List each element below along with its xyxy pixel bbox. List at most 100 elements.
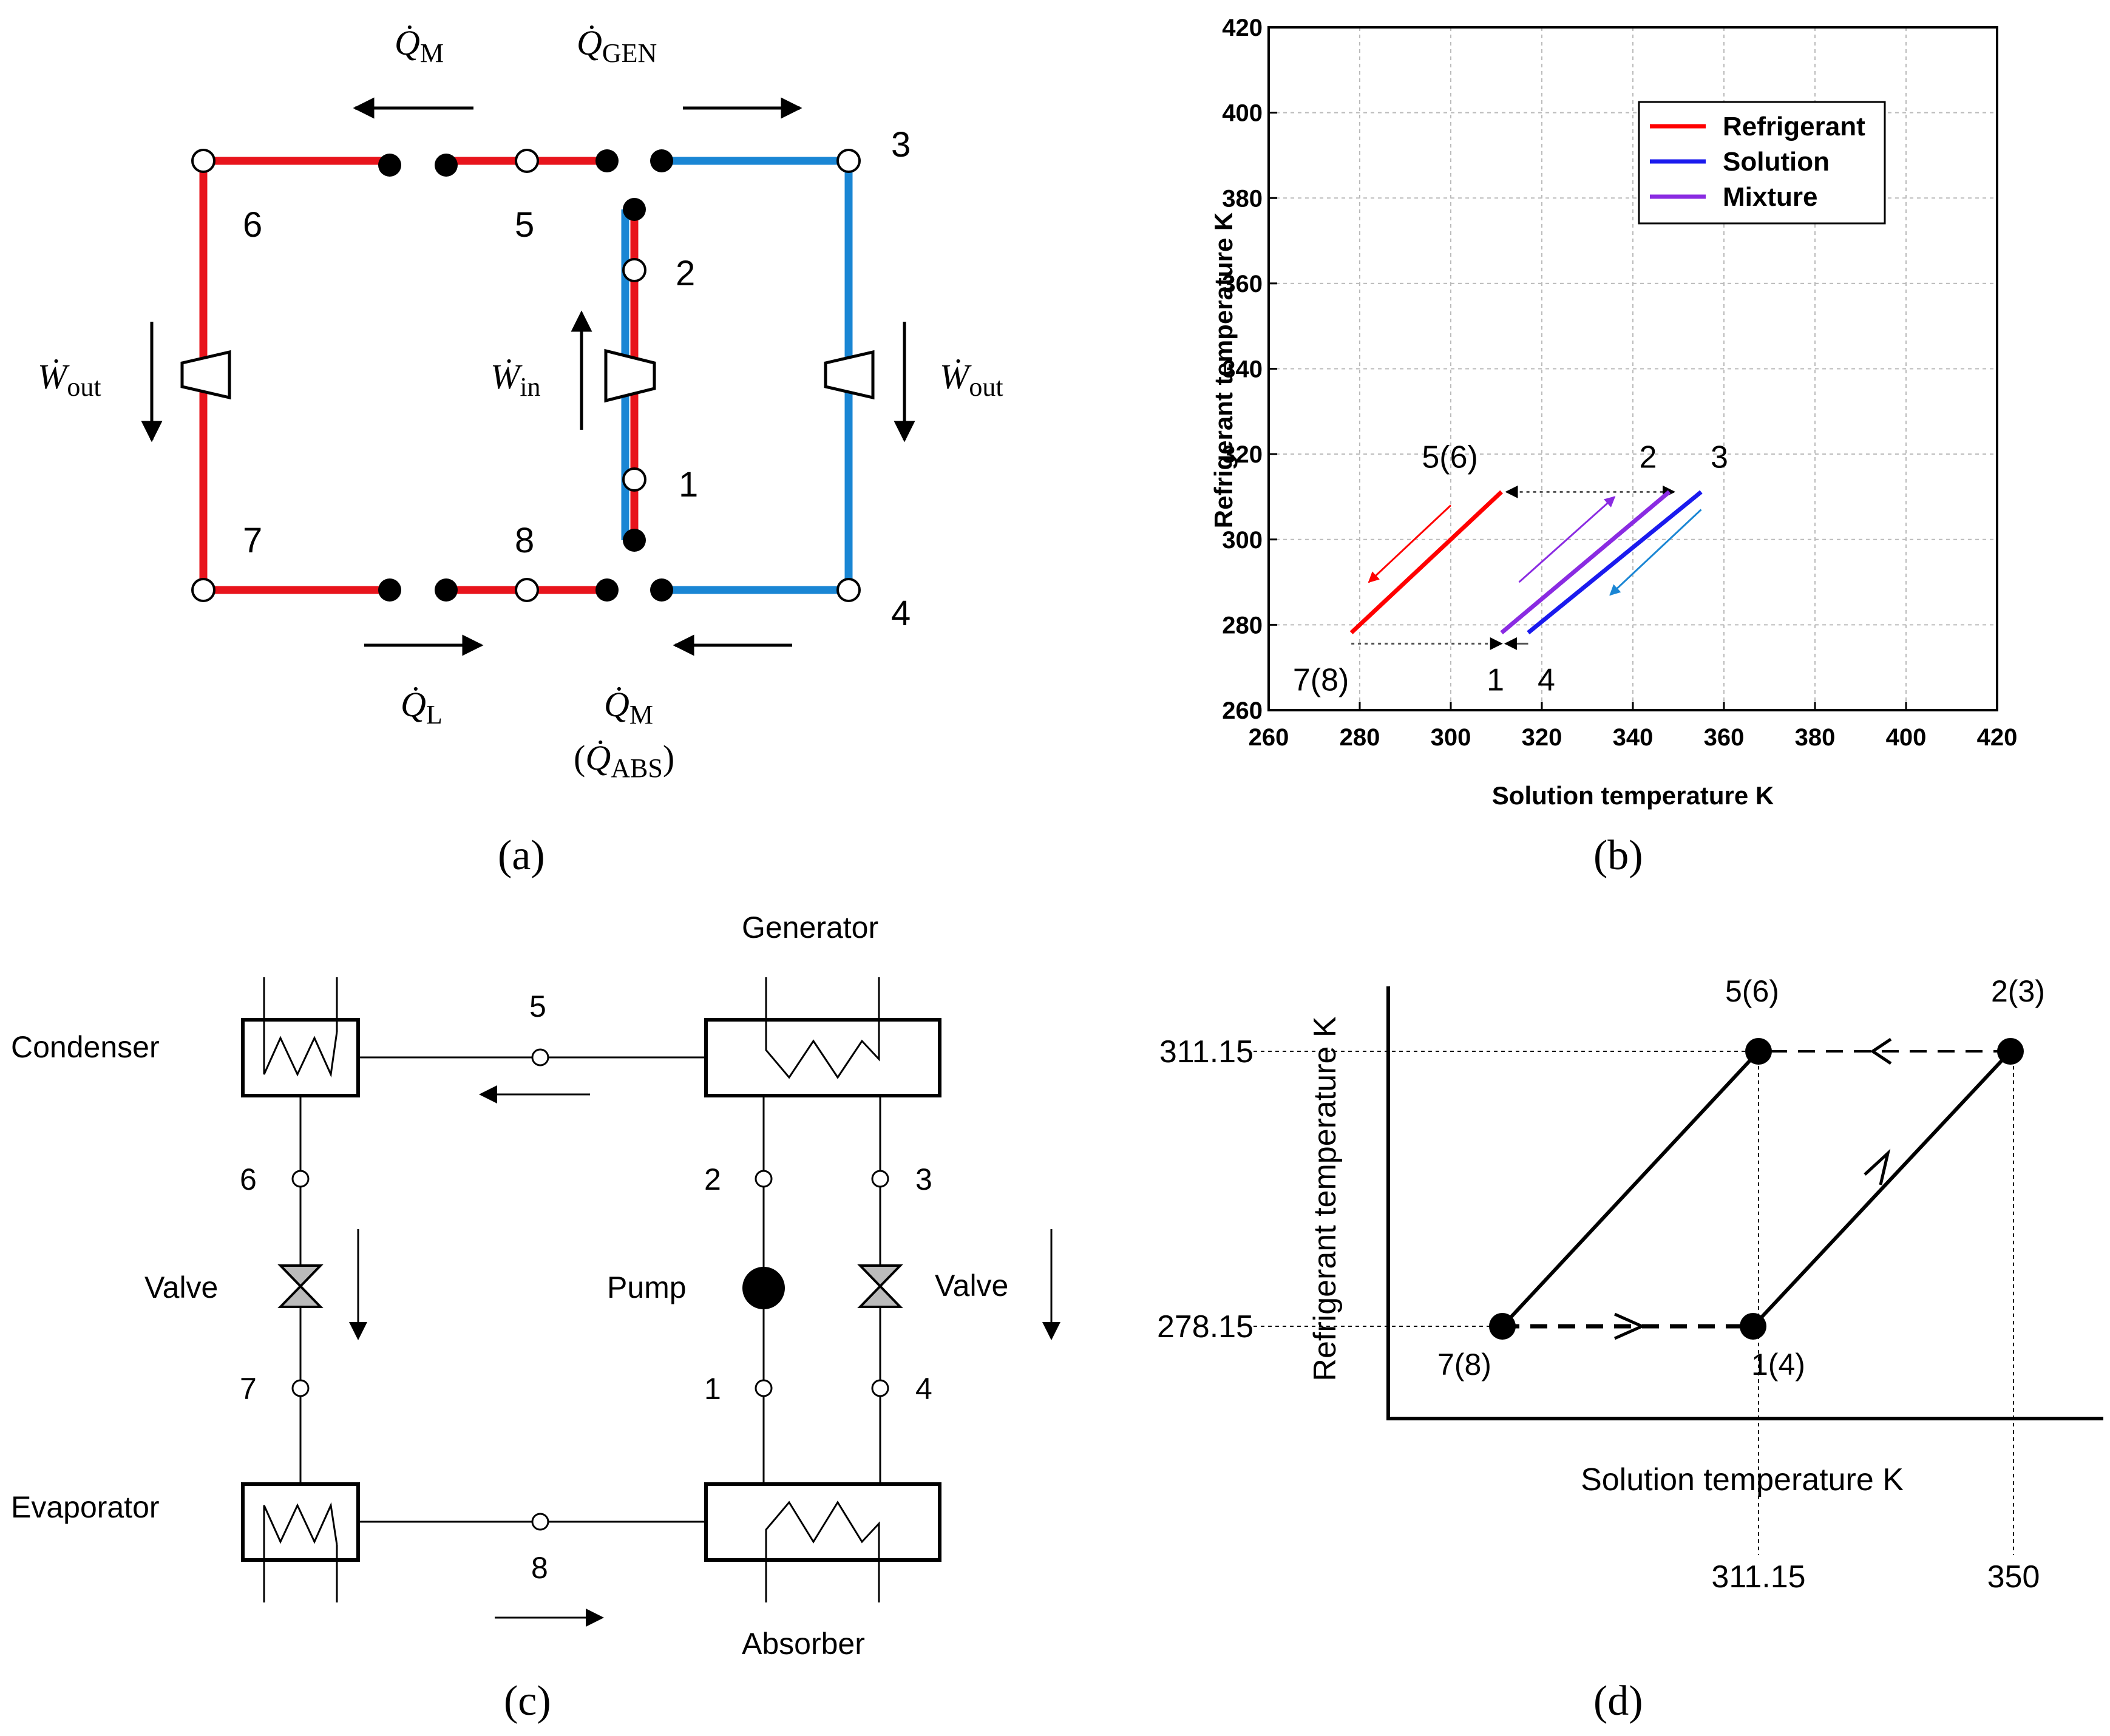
panel-d: 5(6) 2(3) 7(8) 1(4) 311.15 278.15 311.15… — [1157, 974, 2103, 1724]
series-line-refrigerant — [1349, 490, 1504, 634]
point-label: 4 — [1538, 662, 1555, 697]
node-dot — [595, 578, 619, 602]
state-point-7 — [191, 578, 215, 602]
condenser — [241, 977, 360, 1097]
state-label: 5 — [529, 989, 546, 1023]
state-point-3 — [836, 149, 861, 173]
flow-arrow — [1518, 496, 1616, 583]
absorber — [704, 1482, 941, 1602]
chart-series — [1349, 490, 1703, 635]
heat-label-ql: Q̇L — [401, 685, 443, 730]
point-label: 7(8) — [1293, 662, 1349, 697]
panel-caption: (c) — [504, 1678, 551, 1724]
state-label: 2 — [676, 254, 695, 293]
legend-label: Refrigerant — [1723, 112, 1865, 141]
node-dot — [650, 149, 673, 172]
node-dot — [595, 149, 619, 172]
point-label: 1(4) — [1751, 1348, 1805, 1382]
heat-label-qm-bottom: Q̇M — [604, 685, 653, 730]
node-dot — [435, 578, 458, 602]
y-tick-label: 360 — [1222, 271, 1263, 297]
node-dot — [378, 578, 401, 602]
y-axis-label: Refrigerant temperature K — [1308, 1016, 1343, 1381]
y-tick-label: 420 — [1222, 15, 1263, 41]
x-tick-label: 340 — [1613, 724, 1654, 751]
state-label: 7 — [243, 521, 262, 560]
turbine-left-icon — [180, 350, 231, 400]
state-label: 8 — [515, 521, 534, 560]
state-label: 3 — [915, 1162, 932, 1196]
state-label: 5 — [515, 205, 534, 245]
heat-label-qabs: (Q̇ABS) — [574, 738, 674, 783]
y-tick-label: 278.15 — [1157, 1309, 1253, 1344]
generator-box — [704, 1018, 941, 1097]
node-dot — [623, 529, 646, 552]
valve-right-icon — [857, 1264, 903, 1308]
x-tick-label: 311.15 — [1711, 1559, 1805, 1595]
chart-flow-arrows — [1368, 496, 1702, 596]
state-label: 6 — [240, 1162, 257, 1196]
refrigerant-loop — [199, 157, 639, 594]
state-point-6 — [191, 149, 215, 173]
state-label: 1 — [704, 1372, 721, 1406]
x-tick-label: 300 — [1431, 724, 1471, 751]
evaporator — [241, 1482, 360, 1602]
coil-icon — [263, 1502, 338, 1545]
x-tick-label: 280 — [1340, 724, 1380, 751]
coil-icon — [765, 1032, 880, 1079]
work-label-wout-right: Ẇout — [940, 357, 1003, 402]
chart-legend: Refrigerant Solution Mixture — [1638, 101, 1886, 225]
y-tick-label: 380 — [1222, 185, 1263, 212]
x-tick-label: 260 — [1249, 724, 1289, 751]
turbine-right-icon — [824, 350, 875, 400]
work-label-win: Ẇin — [490, 357, 541, 402]
point-label: 5(6) — [1422, 439, 1477, 475]
compressor-icon — [604, 348, 656, 403]
y-tick-label: 260 — [1222, 697, 1263, 724]
y-tick-label: 280 — [1222, 612, 1263, 639]
state-label: 4 — [915, 1372, 932, 1406]
y-axis-label: Refrigerant temperature K — [1209, 212, 1238, 528]
state-point-8 — [531, 1513, 549, 1531]
series-line-mixture — [1500, 490, 1671, 635]
state-point-7-8 — [1489, 1313, 1516, 1340]
point-label: 5(6) — [1725, 974, 1779, 1008]
state-point-1 — [755, 1379, 773, 1397]
series-line-solution — [1527, 490, 1703, 635]
x-tick-label: 400 — [1886, 724, 1927, 751]
x-tick-label: 320 — [1522, 724, 1562, 751]
y-tick-label: 400 — [1222, 100, 1263, 127]
process-line-7-5 — [1501, 1049, 1760, 1328]
point-label: 1 — [1487, 662, 1504, 697]
flow-arrow — [1368, 504, 1452, 583]
x-axis-label: Solution temperature K — [1581, 1462, 1904, 1497]
evaporator-box — [241, 1482, 360, 1562]
state-point-2-3 — [1997, 1038, 2024, 1065]
x-tick-label: 380 — [1795, 724, 1836, 751]
absorber-label: Absorber — [742, 1627, 865, 1661]
panel-c — [241, 977, 1060, 1627]
process-line-1-2 — [1751, 1049, 2012, 1328]
state-label: 1 — [679, 465, 698, 504]
pump-icon — [742, 1267, 785, 1309]
state-label: 4 — [891, 594, 911, 633]
state-label: 2 — [704, 1162, 721, 1196]
node-dot — [435, 154, 458, 177]
work-label-wout-left: Ẇout — [38, 357, 101, 402]
panel-caption: (b) — [1593, 832, 1643, 879]
condenser-label: Condenser — [11, 1030, 160, 1064]
state-point-3 — [871, 1170, 889, 1188]
evaporator-label: Evaporator — [11, 1490, 160, 1524]
chevron-left-icon — [1870, 1037, 1892, 1065]
y-tick-label: 340 — [1222, 356, 1263, 383]
state-label: 7 — [240, 1372, 257, 1406]
state-point-5 — [531, 1048, 549, 1066]
solution-loop — [621, 157, 853, 594]
state-point-2 — [622, 258, 646, 282]
state-point-5-6 — [1745, 1038, 1772, 1065]
absorber-box — [704, 1482, 941, 1562]
state-point-1 — [622, 467, 646, 492]
